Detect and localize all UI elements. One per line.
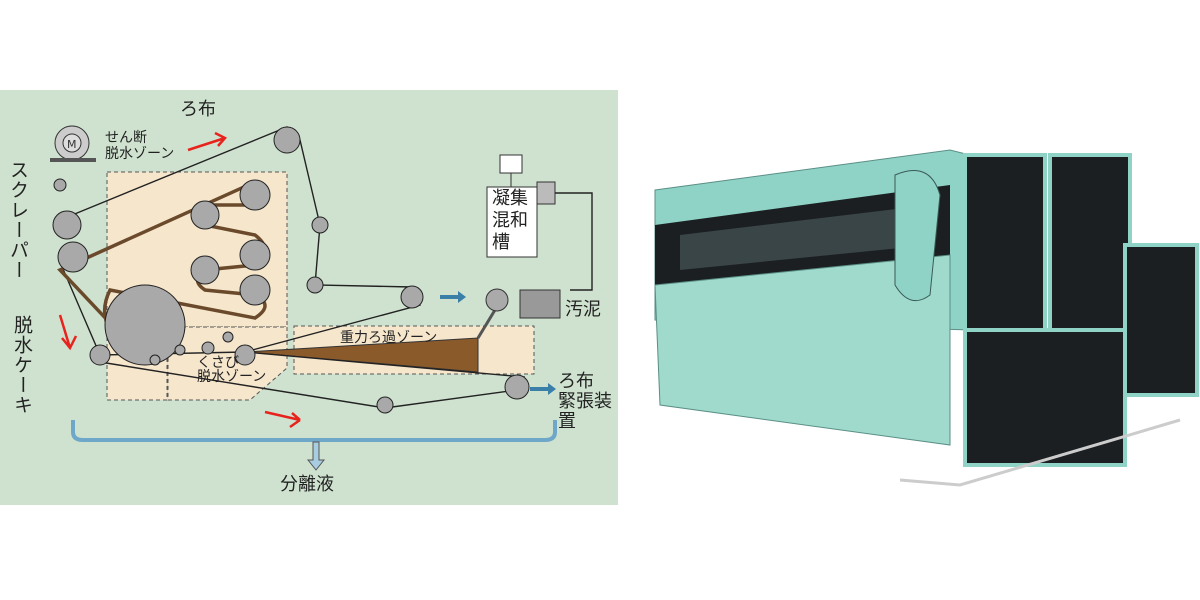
label-dewatered-cake: 脱水ケーキ	[11, 315, 33, 415]
label-wedge-zone: くさび 脱水ゾーン	[197, 355, 267, 385]
motor-icon: M	[50, 125, 96, 162]
label-shear-zone: せん断 脱水ゾーン	[105, 130, 175, 162]
label-filtrate: 分離液	[280, 474, 334, 495]
label-scraper: スクレーパー	[7, 160, 29, 280]
blue-arrows	[440, 291, 556, 395]
belt-press-diagram: M	[0, 90, 618, 505]
red-arrows	[58, 131, 301, 429]
label-filter-cloth: ろ布	[180, 99, 216, 120]
wedge-zone-area	[167, 326, 288, 401]
belt-press-machine-photo	[640, 135, 1200, 505]
filtrate-arrow	[306, 441, 326, 471]
svg-text:M: M	[67, 138, 77, 151]
sludge-feeder	[485, 288, 561, 319]
filtrate-trough	[71, 420, 557, 442]
flocculation-tank	[486, 186, 538, 258]
label-flocculation-tank: 凝集 混和 槽	[492, 188, 528, 253]
machine-drawing	[654, 149, 1199, 487]
label-gravity-zone: 重力ろ過ゾーン	[340, 330, 438, 346]
diagram-drawing: M	[50, 125, 593, 471]
tank-motor-icon	[499, 154, 523, 174]
label-sludge: 汚泥	[565, 299, 601, 320]
label-tensioner: ろ布 緊張装置	[558, 371, 612, 432]
rollers	[52, 126, 530, 414]
